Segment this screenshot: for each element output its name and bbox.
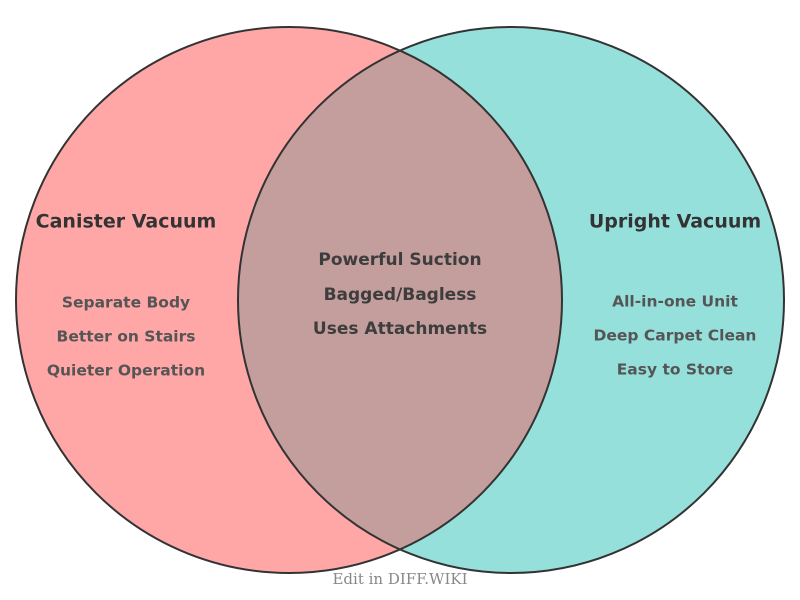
- intersection-item-0: Powerful Suction: [318, 250, 481, 270]
- right-set-item-0: All-in-one Unit: [612, 293, 738, 311]
- right-set-item-1: Deep Carpet Clean: [594, 327, 757, 345]
- right-set-item-2: Easy to Store: [617, 361, 734, 379]
- edit-in-diffwiki-link[interactable]: Edit in DIFF.WIKI: [332, 570, 467, 588]
- right-set-outline: [237, 26, 785, 574]
- left-set-outline: [15, 26, 563, 574]
- left-set-item-0: Separate Body: [62, 294, 190, 312]
- right-set-title: Upright Vacuum: [589, 211, 761, 233]
- left-set-item-2: Quieter Operation: [47, 362, 205, 380]
- intersection-item-1: Bagged/Bagless: [324, 285, 477, 305]
- left-set-item-1: Better on Stairs: [57, 328, 196, 346]
- left-set-title: Canister Vacuum: [36, 211, 217, 233]
- intersection-item-2: Uses Attachments: [313, 319, 487, 339]
- intersection-region[interactable]: [238, 27, 784, 573]
